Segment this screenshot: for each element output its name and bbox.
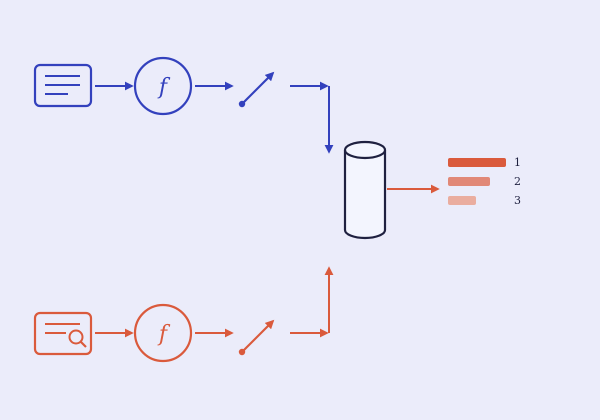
- ranked-results-list: 1 2 3: [448, 156, 521, 207]
- document-search-icon: [33, 311, 93, 356]
- top-pipeline: f: [33, 56, 334, 154]
- result-rank-label-2: 2: [514, 175, 521, 188]
- document-icon: [33, 63, 93, 108]
- result-bar-3: [448, 196, 476, 205]
- database-cylinder-icon: [343, 140, 387, 240]
- function-label-bottom: f: [157, 322, 171, 347]
- arrow-up-right-icon-bottom: [238, 319, 275, 356]
- function-node-top: f: [133, 56, 193, 116]
- function-node-bottom: f: [133, 303, 193, 363]
- arrow-up-right-icon: [238, 71, 275, 108]
- bottom-pipeline: f: [33, 266, 334, 363]
- result-rank-label-3: 3: [514, 194, 521, 207]
- function-label-top: f: [157, 75, 171, 100]
- result-bar-1: [448, 158, 506, 167]
- result-rank-label-1: 1: [514, 156, 521, 169]
- result-bar-2: [448, 177, 490, 186]
